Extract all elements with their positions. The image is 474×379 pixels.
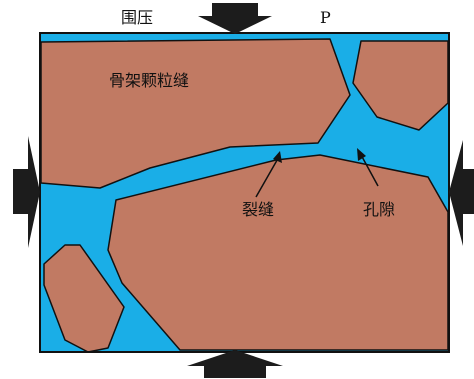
arrow-left xyxy=(13,136,40,248)
grain-fracture-label: 骨架颗粒缝 xyxy=(109,71,189,90)
confining-pressure-label: 围压 xyxy=(121,8,153,27)
grain-top-left xyxy=(40,38,351,189)
sample-frame xyxy=(39,32,450,353)
pressure-symbol-label: P xyxy=(320,8,331,27)
arrow-bottom xyxy=(187,350,283,378)
grain-bottom-left xyxy=(43,244,125,353)
crack-label: 裂缝 xyxy=(242,200,274,219)
arrow-top xyxy=(198,3,272,34)
pore-leader-arrow xyxy=(357,148,379,187)
pore-label: 孔隙 xyxy=(363,200,395,219)
crack-leader-arrow xyxy=(255,151,282,198)
arrow-right xyxy=(449,140,474,246)
